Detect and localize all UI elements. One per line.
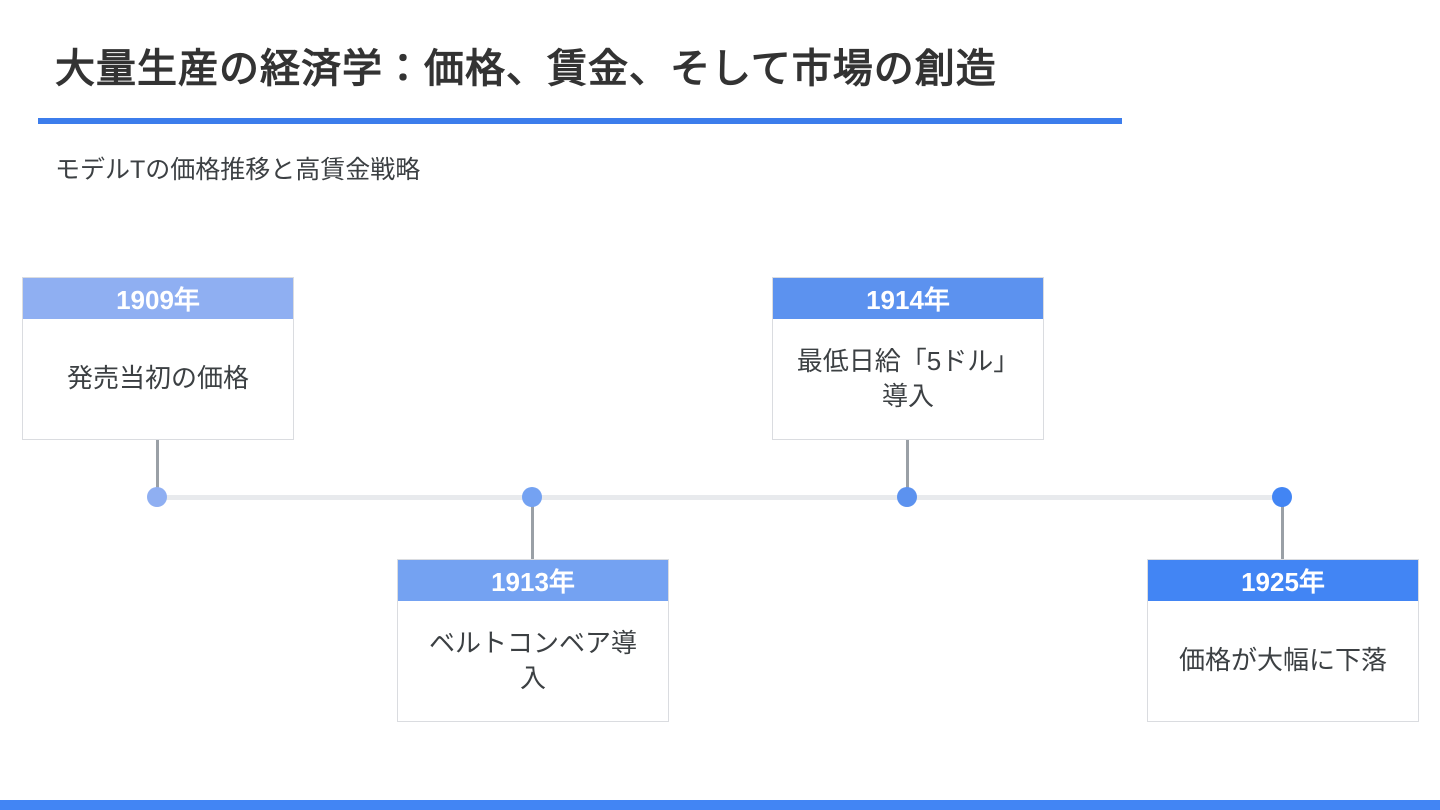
event-description: ベルトコンベア導入 [428, 627, 637, 693]
event-connector-1925 [1281, 497, 1284, 559]
event-year-badge: 1909年 [23, 278, 293, 319]
event-card-1914: 1914年 最低日給「5ドル」導入 [772, 277, 1044, 440]
event-year-badge: 1913年 [398, 560, 668, 601]
event-year-badge: 1914年 [773, 278, 1043, 319]
timeline-dot-1913 [522, 487, 542, 507]
event-card-1925: 1925年 価格が大幅に下落 [1147, 559, 1419, 722]
timeline-dot-1925 [1272, 487, 1292, 507]
event-description: 発売当初の価格 [66, 363, 249, 394]
event-connector-1909 [156, 440, 159, 497]
footer-accent-bar [0, 800, 1440, 810]
event-connector-1913 [531, 497, 534, 559]
event-card-1909: 1909年 発売当初の価格 [22, 277, 294, 440]
slide-title: 大量生産の経済学：価格、賃金、そして市場の創造 [55, 47, 997, 91]
timeline-dot-1914 [897, 487, 917, 507]
event-year-badge: 1925年 [1148, 560, 1418, 601]
title-underline [38, 118, 1122, 124]
event-connector-1914 [906, 440, 909, 497]
event-description: 最低日給「5ドル」導入 [796, 345, 1020, 411]
timeline-line [157, 495, 1282, 500]
event-description: 価格が大幅に下落 [1178, 645, 1387, 676]
slide-subtitle: モデルTの価格推移と高賃金戦略 [55, 156, 421, 184]
event-card-1913: 1913年 ベルトコンベア導入 [397, 559, 669, 722]
timeline-dot-1909 [147, 487, 167, 507]
